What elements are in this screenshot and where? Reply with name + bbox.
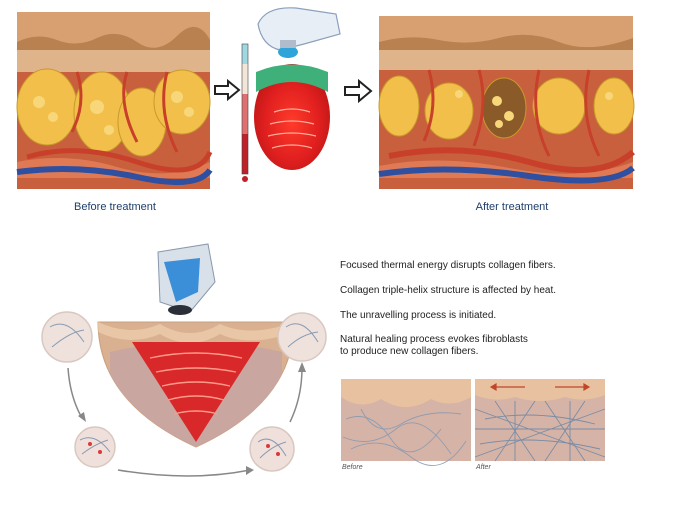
- after-treatment-illustration: [378, 16, 635, 189]
- step-text: Collagen triple-helix structure is affec…: [340, 285, 557, 296]
- arrow-right-icon: [344, 78, 373, 104]
- collagen-cycle-illustration: [41, 243, 327, 477]
- collagen-before-illustration: [341, 379, 471, 466]
- collagen-after-illustration: [474, 379, 606, 462]
- arrow-right-icon: [214, 78, 241, 102]
- after-treatment-caption: After treatment: [475, 201, 549, 213]
- before-treatment-caption: Before treatment: [74, 201, 156, 213]
- step-text: Focused thermal energy disrupts collagen…: [340, 260, 556, 271]
- after-label: After: [476, 464, 491, 471]
- temperature-scale-icon: [241, 43, 249, 182]
- step-text: Natural healing process evokes fibroblas…: [340, 334, 528, 345]
- before-treatment-illustration: [16, 12, 213, 189]
- step-text: The unravelling process is initiated.: [340, 310, 497, 321]
- transducer-icon: [257, 7, 341, 58]
- transducer-icon: [157, 243, 216, 315]
- before-label: Before: [342, 464, 363, 471]
- step-text: to produce new collagen fibers.: [340, 346, 479, 357]
- cycle-arrow-icon: [67, 367, 303, 477]
- heat-focus-illustration: [254, 64, 330, 170]
